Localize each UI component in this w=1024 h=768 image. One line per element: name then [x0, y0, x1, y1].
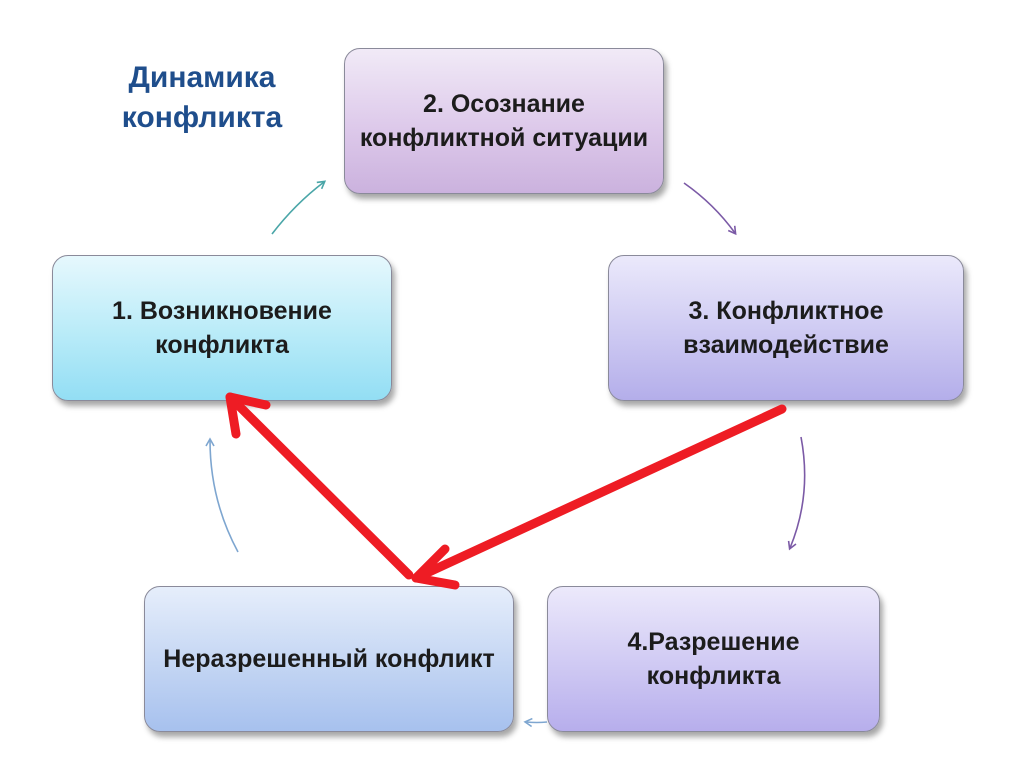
node-unresolved: Неразрешенный конфликт [144, 586, 514, 732]
node-resolution-label: 4.Разрешение конфликта [627, 628, 800, 690]
node-interaction: 3. Конфликтное взаимодействие [608, 255, 964, 401]
arrow-resolution-to-unresolved [523, 717, 548, 728]
arrow-emergence-to-awareness [271, 180, 327, 235]
red-arrow-unresolved-to-emergence [225, 392, 414, 580]
arrow-awareness-to-interaction [683, 182, 737, 236]
node-interaction-label: 3. Конфликтное взаимодействие [683, 297, 889, 359]
diagram-title: Динамика конфликта [121, 61, 283, 134]
arrow-unresolved-to-emergence [205, 437, 239, 553]
node-unresolved-label: Неразрешенный конфликт [163, 645, 495, 673]
red-arrow-interaction-to-unresolved [411, 404, 787, 590]
node-resolution: 4.Разрешение конфликта [547, 586, 880, 732]
arrow-interaction-to-resolution [787, 436, 806, 551]
node-emergence-label: 1. Возникновение конфликта [112, 297, 332, 359]
node-emergence: 1. Возникновение конфликта [52, 255, 392, 401]
node-awareness-label: 2. Осознание конфликтной ситуации [359, 90, 649, 152]
node-awareness: 2. Осознание конфликтной ситуации [344, 48, 664, 194]
